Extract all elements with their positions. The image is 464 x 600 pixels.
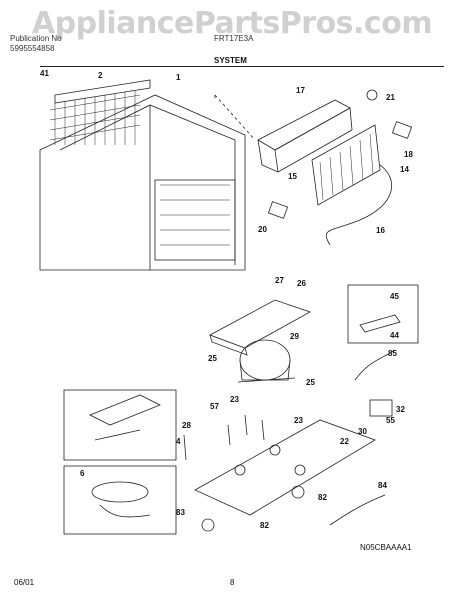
callout-57: 57 [210, 402, 219, 411]
relay [369, 399, 393, 417]
model-number: FRT17E3A [214, 34, 254, 43]
callout-32: 32 [396, 405, 405, 414]
callout-44: 44 [390, 331, 399, 340]
callout-23: 23 [294, 416, 303, 425]
callout-16: 16 [376, 226, 385, 235]
section-title: SYSTEM [214, 56, 247, 65]
insulation-pad [391, 121, 413, 139]
callout-25: 25 [208, 354, 217, 363]
callout-30: 30 [358, 427, 367, 436]
callout-26: 26 [297, 279, 306, 288]
callout-85: 85 [388, 349, 397, 358]
tube-84 [329, 494, 386, 526]
header-rule [40, 66, 444, 67]
callout-4: 4 [176, 437, 181, 446]
callout-28: 28 [182, 421, 191, 430]
detail-box-clip [347, 284, 419, 344]
callout-15: 15 [288, 172, 297, 181]
callout-20: 20 [258, 225, 267, 234]
callout-82: 82 [260, 521, 269, 530]
condenser-coil [49, 79, 151, 145]
publication-label: Publication No [10, 34, 62, 43]
callout-82: 82 [318, 493, 327, 502]
callout-29: 29 [290, 332, 299, 341]
detail-box-compressor [63, 389, 177, 461]
callout-23: 23 [230, 395, 239, 404]
base-plate [194, 419, 376, 516]
callout-2: 2 [98, 71, 103, 80]
power-cord [354, 349, 396, 381]
footer-date: 06/01 [14, 578, 35, 587]
callout-18: 18 [404, 150, 413, 159]
callout-84: 84 [378, 481, 387, 490]
evaporator-cover [257, 99, 353, 173]
diagram-code: N05CBAAAA1 [360, 543, 412, 552]
watermark: AppliancePartsPros.com [31, 6, 433, 41]
drain-pan [209, 299, 311, 356]
callout-25: 25 [306, 378, 315, 387]
callout-21: 21 [386, 93, 395, 102]
callout-17: 17 [296, 86, 305, 95]
callout-55: 55 [386, 416, 395, 425]
callout-41: 41 [40, 69, 49, 78]
page-number: 8 [230, 578, 235, 587]
compressor [237, 339, 296, 383]
cabinet-outline [39, 94, 246, 271]
callout-14: 14 [400, 165, 409, 174]
callout-45: 45 [390, 292, 399, 301]
callout-27: 27 [275, 276, 284, 285]
publication-number: 5995554858 [10, 44, 55, 53]
evaporator-coil [311, 124, 381, 206]
callout-6: 6 [80, 469, 85, 478]
callout-22: 22 [340, 437, 349, 446]
detail-box-cord [63, 465, 177, 535]
callout-1: 1 [176, 73, 181, 82]
callout-83: 83 [176, 508, 185, 517]
grommet [366, 89, 378, 101]
tubing [325, 164, 393, 246]
mounting-grommets [227, 414, 265, 446]
